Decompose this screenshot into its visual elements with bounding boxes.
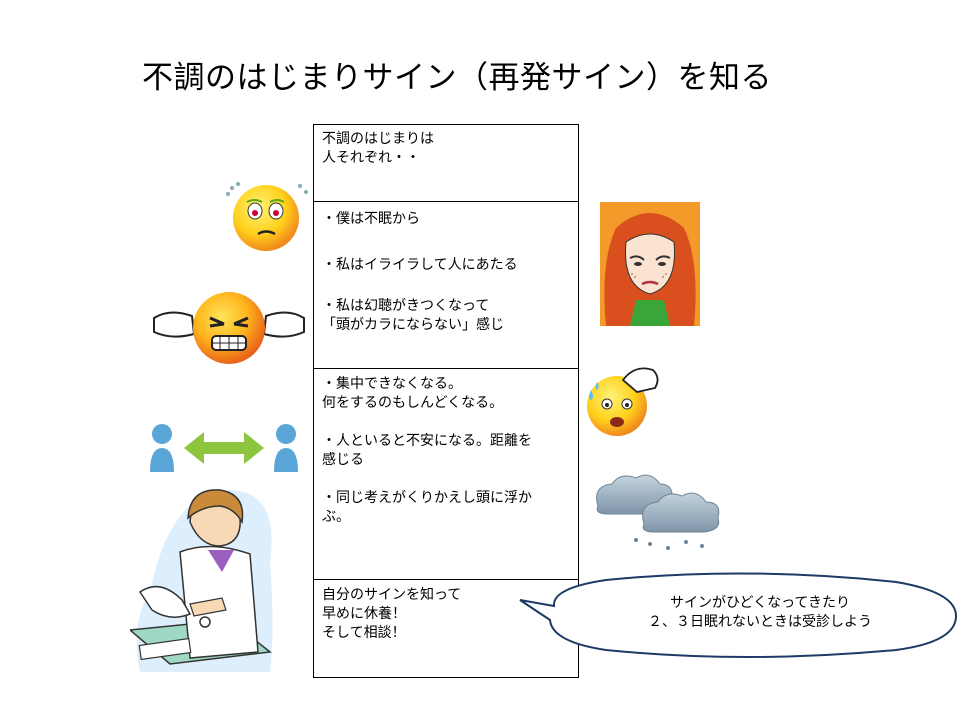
row-line: ぶ。 <box>322 509 350 525</box>
table-row: ・集中できなくなる。 何をするのもしんどくなる。 ・人といると不安になる。距離を… <box>314 369 578 580</box>
speech-bubble-text: サインがひどくなってきたり ２、３日眠れないときは受診しよう <box>600 594 920 632</box>
row-line: 早めに休養！ <box>322 606 406 622</box>
angry-face-icon <box>153 292 305 364</box>
row-line: そして相談！ <box>322 625 406 641</box>
distance-people-icon <box>150 424 298 472</box>
speech-bubble <box>519 572 958 658</box>
row-line: 自分のサインを知って <box>322 587 462 603</box>
row-line: ・同じ考えがくりかえし頭に浮か <box>322 490 532 506</box>
slide-title: 不調のはじまりサイン（再発サイン）を知る <box>142 60 772 96</box>
row-line: ・集中できなくなる。 <box>322 376 462 392</box>
sign-table: 不調のはじまりは 人それぞれ・・ ・僕は不眠から ・私はイライラして人にあたる … <box>313 124 579 678</box>
tired-face-icon <box>226 182 308 251</box>
row-line: 不調のはじまりは <box>322 131 434 147</box>
row-line: 感じる <box>322 452 364 468</box>
rain-cloud-icon <box>596 474 720 550</box>
callout-line: サインがひどくなってきたり <box>669 595 851 611</box>
table-row: 不調のはじまりは 人それぞれ・・ <box>314 125 578 202</box>
row-line: 「頭がカラにならない」感じ <box>322 317 504 333</box>
row-line: 何をするのもしんどくなる。 <box>322 395 504 411</box>
callout-line: ２、３日眠れないときは受診しよう <box>648 614 872 630</box>
worried-girl-illustration <box>600 202 700 326</box>
row-line: ・人といると不安になる。距離を <box>322 433 532 449</box>
row-line: ・僕は不眠から <box>322 211 420 227</box>
row-line: 人それぞれ・・ <box>322 150 420 166</box>
table-row: ・僕は不眠から ・私はイライラして人にあたる ・私は幻聴がきつくなって 「頭がカ… <box>314 202 578 369</box>
nurse-illustration <box>130 489 273 672</box>
anxious-face-icon <box>587 367 659 436</box>
row-line: ・私は幻聴がきつくなって <box>322 298 490 314</box>
table-row: 自分のサインを知って 早めに休養！ そして相談！ <box>314 580 578 677</box>
row-line: ・私はイライラして人にあたる <box>322 257 518 273</box>
